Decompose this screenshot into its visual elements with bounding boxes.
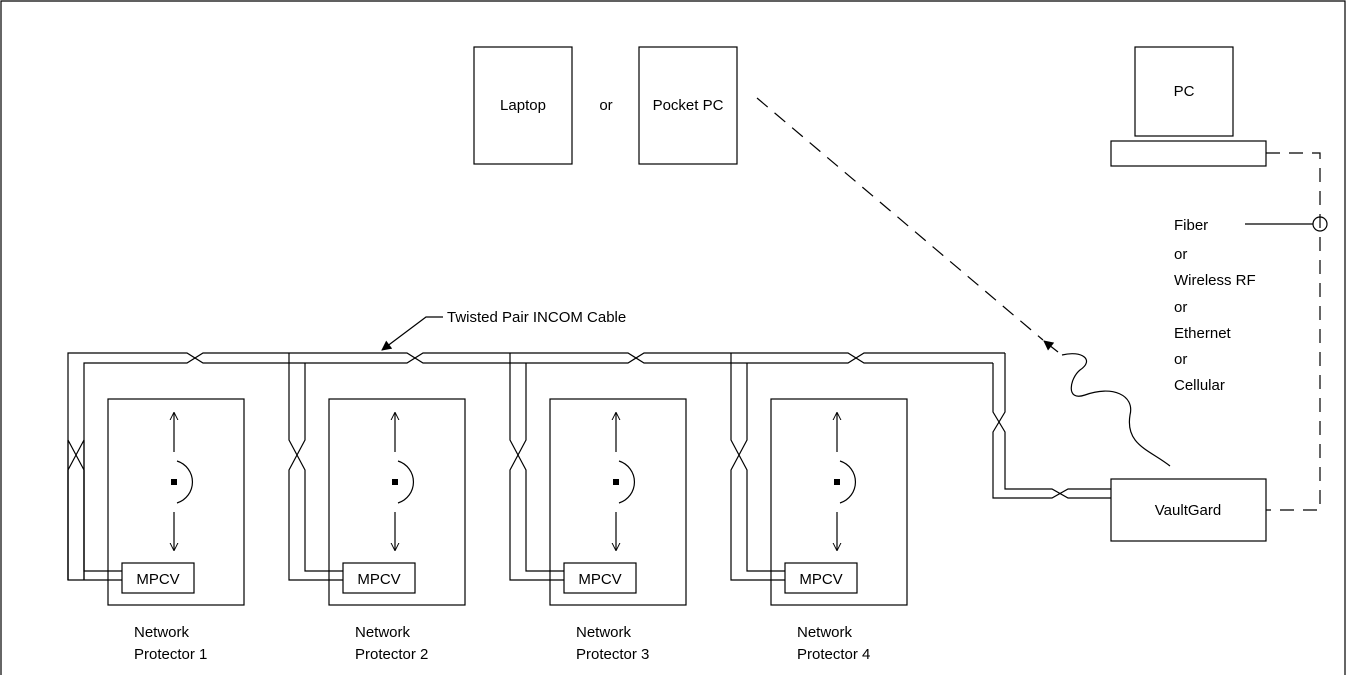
protector-drop-b <box>288 363 343 581</box>
contact-dot-icon <box>834 479 840 485</box>
protector-drop-a <box>288 353 343 572</box>
comm-option: or <box>1174 351 1187 368</box>
protector-cabinet <box>770 398 908 606</box>
mpcv-label: MPCV <box>578 571 621 588</box>
protector-label-line1: Network <box>797 624 853 641</box>
or-label: or <box>599 97 612 114</box>
twisted-pair-bus <box>67 352 1111 580</box>
bus-drop-b <box>992 363 1111 499</box>
laptop-label: Laptop <box>500 97 546 114</box>
bus-drop-a <box>992 353 1111 499</box>
comm-option: Cellular <box>1174 377 1225 394</box>
wireless-arrow <box>1043 340 1059 353</box>
protector-cabinet <box>328 398 466 606</box>
protector-label-line1: Network <box>355 624 411 641</box>
protector-label-line2: Protector 1 <box>134 646 207 663</box>
arc-icon <box>618 460 635 504</box>
mpcv-module <box>121 562 195 594</box>
comm-option: or <box>1174 246 1187 263</box>
laptop-device: Laptop <box>473 46 573 165</box>
comm-options: Fiber or Wireless RF or Ethernet or Cell… <box>1174 217 1256 394</box>
pc-monitor <box>1134 46 1234 137</box>
protector-drop-a <box>509 353 564 572</box>
vaultgard-label: VaultGard <box>1155 502 1221 519</box>
arc-icon <box>176 460 193 504</box>
protector-drop-a <box>67 439 122 580</box>
mpcv-label: MPCV <box>357 571 400 588</box>
bus-conductor-a <box>67 352 1005 580</box>
protector-drop-b <box>67 439 122 581</box>
pocket-pc-label: Pocket PC <box>653 97 724 114</box>
arc-icon <box>839 460 856 504</box>
protector-cabinet <box>549 398 687 606</box>
contact-dot-icon <box>392 479 398 485</box>
pocket-pc-device: Pocket PC <box>638 46 738 165</box>
mpcv-module <box>342 562 416 594</box>
antenna-squiggle <box>1061 353 1171 467</box>
protector-cabinet <box>107 398 245 606</box>
contact-dot-icon <box>613 479 619 485</box>
pc-device: PC <box>1110 46 1267 167</box>
cable-label: Twisted Pair INCOM Cable <box>447 309 626 326</box>
protector-drop-b <box>509 363 564 581</box>
protector-label-line1: Network <box>134 624 190 641</box>
comm-option: Wireless RF <box>1174 272 1256 289</box>
protector-label-line2: Protector 2 <box>355 646 428 663</box>
comm-option: Fiber <box>1174 217 1208 234</box>
protector-label-line1: Network <box>576 624 632 641</box>
pc-base <box>1110 140 1267 167</box>
arc-icon <box>397 460 414 504</box>
mpcv-module <box>784 562 858 594</box>
protector-drop-a <box>730 353 785 572</box>
comm-option: or <box>1174 299 1187 316</box>
cable-label-arrow <box>381 316 443 351</box>
mpcv-label: MPCV <box>136 571 179 588</box>
mpcv-label: MPCV <box>799 571 842 588</box>
protector-label-line2: Protector 4 <box>797 646 870 663</box>
comm-option: Ethernet <box>1174 325 1232 342</box>
contact-dot-icon <box>171 479 177 485</box>
protector-label-line2: Protector 3 <box>576 646 649 663</box>
mpcv-module <box>563 562 637 594</box>
bus-conductor-b <box>83 352 993 580</box>
pc-label: PC <box>1174 83 1195 100</box>
wireless-link <box>756 97 1044 341</box>
vaultgard-device: VaultGard <box>1110 478 1267 542</box>
pc-vaultgard-link <box>1266 152 1321 511</box>
protector-drop-b <box>730 363 785 581</box>
